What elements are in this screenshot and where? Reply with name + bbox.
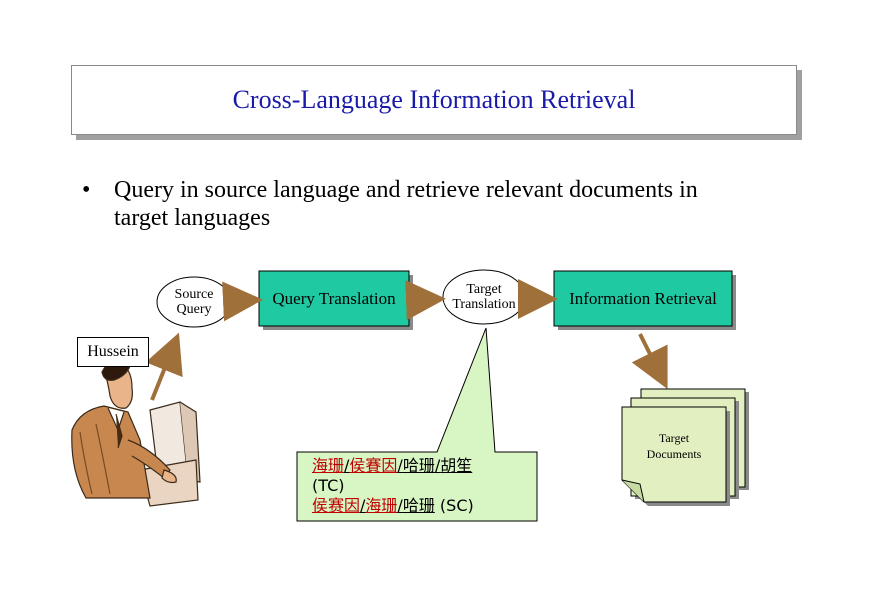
tc-tag: (TC) bbox=[312, 476, 345, 495]
page-title: Cross-Language Information Retrieval bbox=[232, 85, 636, 114]
bullet-line-1: Query in source language and retrieve re… bbox=[114, 177, 698, 203]
source-query-label: Source Query bbox=[174, 287, 214, 317]
sc-line: 侯赛因/海珊/哈珊 (SC) bbox=[312, 496, 474, 515]
person-at-computer-icon bbox=[71, 359, 201, 507]
bullet-line-2: target languages bbox=[114, 205, 271, 231]
arrow-retrieval-to-docs bbox=[631, 333, 668, 390]
target-documents-stack bbox=[621, 388, 749, 506]
bullet-symbol: • bbox=[82, 177, 91, 203]
tc-line: 海珊/侯賽因/哈珊/胡笙 bbox=[312, 456, 473, 475]
user-name-label: Hussein bbox=[77, 337, 149, 367]
query-translation-box bbox=[258, 270, 410, 327]
translation-candidates: 海珊/侯賽因/哈珊/胡笙 (TC) 侯赛因/海珊/哈珊 (SC) bbox=[312, 456, 474, 516]
title-box: Cross-Language Information Retrieval bbox=[71, 65, 797, 135]
arrow-user-to-source bbox=[145, 332, 183, 401]
query-translation-label: Query Translation bbox=[272, 289, 396, 308]
translation-callout bbox=[296, 327, 538, 522]
information-retrieval-label: Information Retrieval bbox=[569, 289, 717, 308]
target-documents-label: Target Documents bbox=[646, 431, 702, 461]
information-retrieval-box bbox=[553, 270, 733, 327]
target-translation-label: Target Translation bbox=[452, 282, 516, 312]
arrow-source-to-translation bbox=[222, 281, 263, 322]
arrow-translation-to-target bbox=[405, 280, 446, 321]
bullet-point: • Query in source language and retrieve … bbox=[82, 176, 822, 232]
